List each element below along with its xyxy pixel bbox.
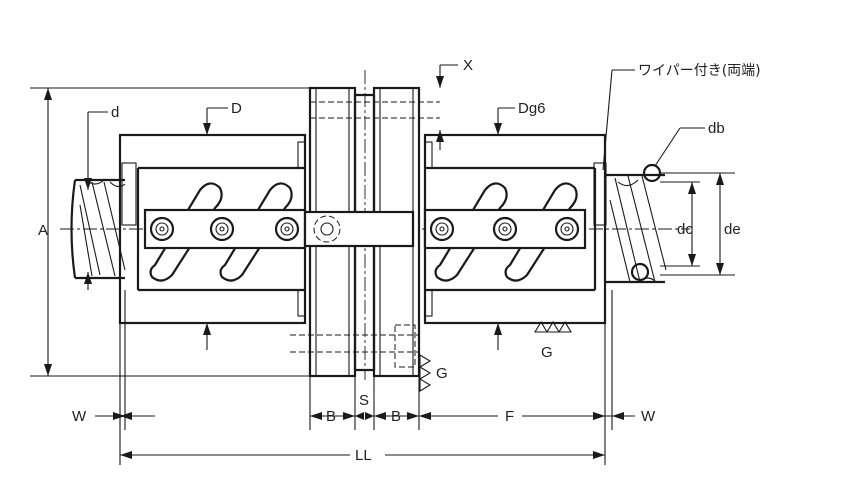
label-X: X <box>463 57 473 74</box>
left-nut-body <box>118 133 307 325</box>
screw-head-left-3 <box>274 216 300 242</box>
dimension-Dg6 <box>494 107 515 350</box>
label-D: D <box>231 100 242 117</box>
label-B-left: B <box>326 408 336 425</box>
dimension-D <box>203 107 228 350</box>
dimension-X <box>436 64 458 150</box>
label-de: de <box>724 221 741 238</box>
label-A: A <box>38 222 48 239</box>
ground-symbol-right <box>419 354 432 392</box>
screw-head-right-2 <box>492 216 518 242</box>
dimension-B-right <box>374 412 419 420</box>
label-B-right: B <box>391 408 401 425</box>
label-db: db <box>708 120 725 137</box>
label-G-right: G <box>436 365 448 382</box>
label-S: S <box>359 392 369 409</box>
label-W-left: W <box>72 408 87 425</box>
dimension-LL <box>120 451 605 459</box>
extension-lines <box>119 290 613 465</box>
screw-head-left-2 <box>209 216 235 242</box>
right-screw-shaft <box>605 163 667 284</box>
dimension-db-leader <box>654 127 705 167</box>
dimension-S <box>355 412 374 420</box>
label-dc: dc <box>677 221 693 238</box>
label-Dg6: Dg6 <box>518 100 546 117</box>
ball-bottom-right <box>630 262 650 282</box>
label-wiper: ワイパー付き(両端) <box>638 63 761 79</box>
dimension-W-right <box>593 412 635 420</box>
center-flanges <box>290 86 440 378</box>
label-LL: LL <box>355 447 372 464</box>
screw-head-right-1 <box>429 216 455 242</box>
ball-top-right <box>642 163 662 183</box>
screw-head-right-3 <box>554 216 580 242</box>
dimension-dc <box>660 181 700 267</box>
label-F: F <box>505 408 514 425</box>
ground-symbol-bottom <box>534 320 572 333</box>
right-nut-body <box>423 133 607 325</box>
dimension-d <box>84 111 108 290</box>
dimension-W-left <box>95 412 155 420</box>
dimension-de <box>660 172 735 276</box>
left-screw-shaft <box>70 178 126 280</box>
wiper-leader <box>602 69 635 171</box>
dimension-B-left <box>310 412 355 420</box>
screw-head-left-1 <box>149 216 175 242</box>
label-G-bottom: G <box>541 344 553 361</box>
dimension-A <box>30 87 310 377</box>
label-d: d <box>111 104 119 121</box>
label-W-right: W <box>641 408 656 425</box>
